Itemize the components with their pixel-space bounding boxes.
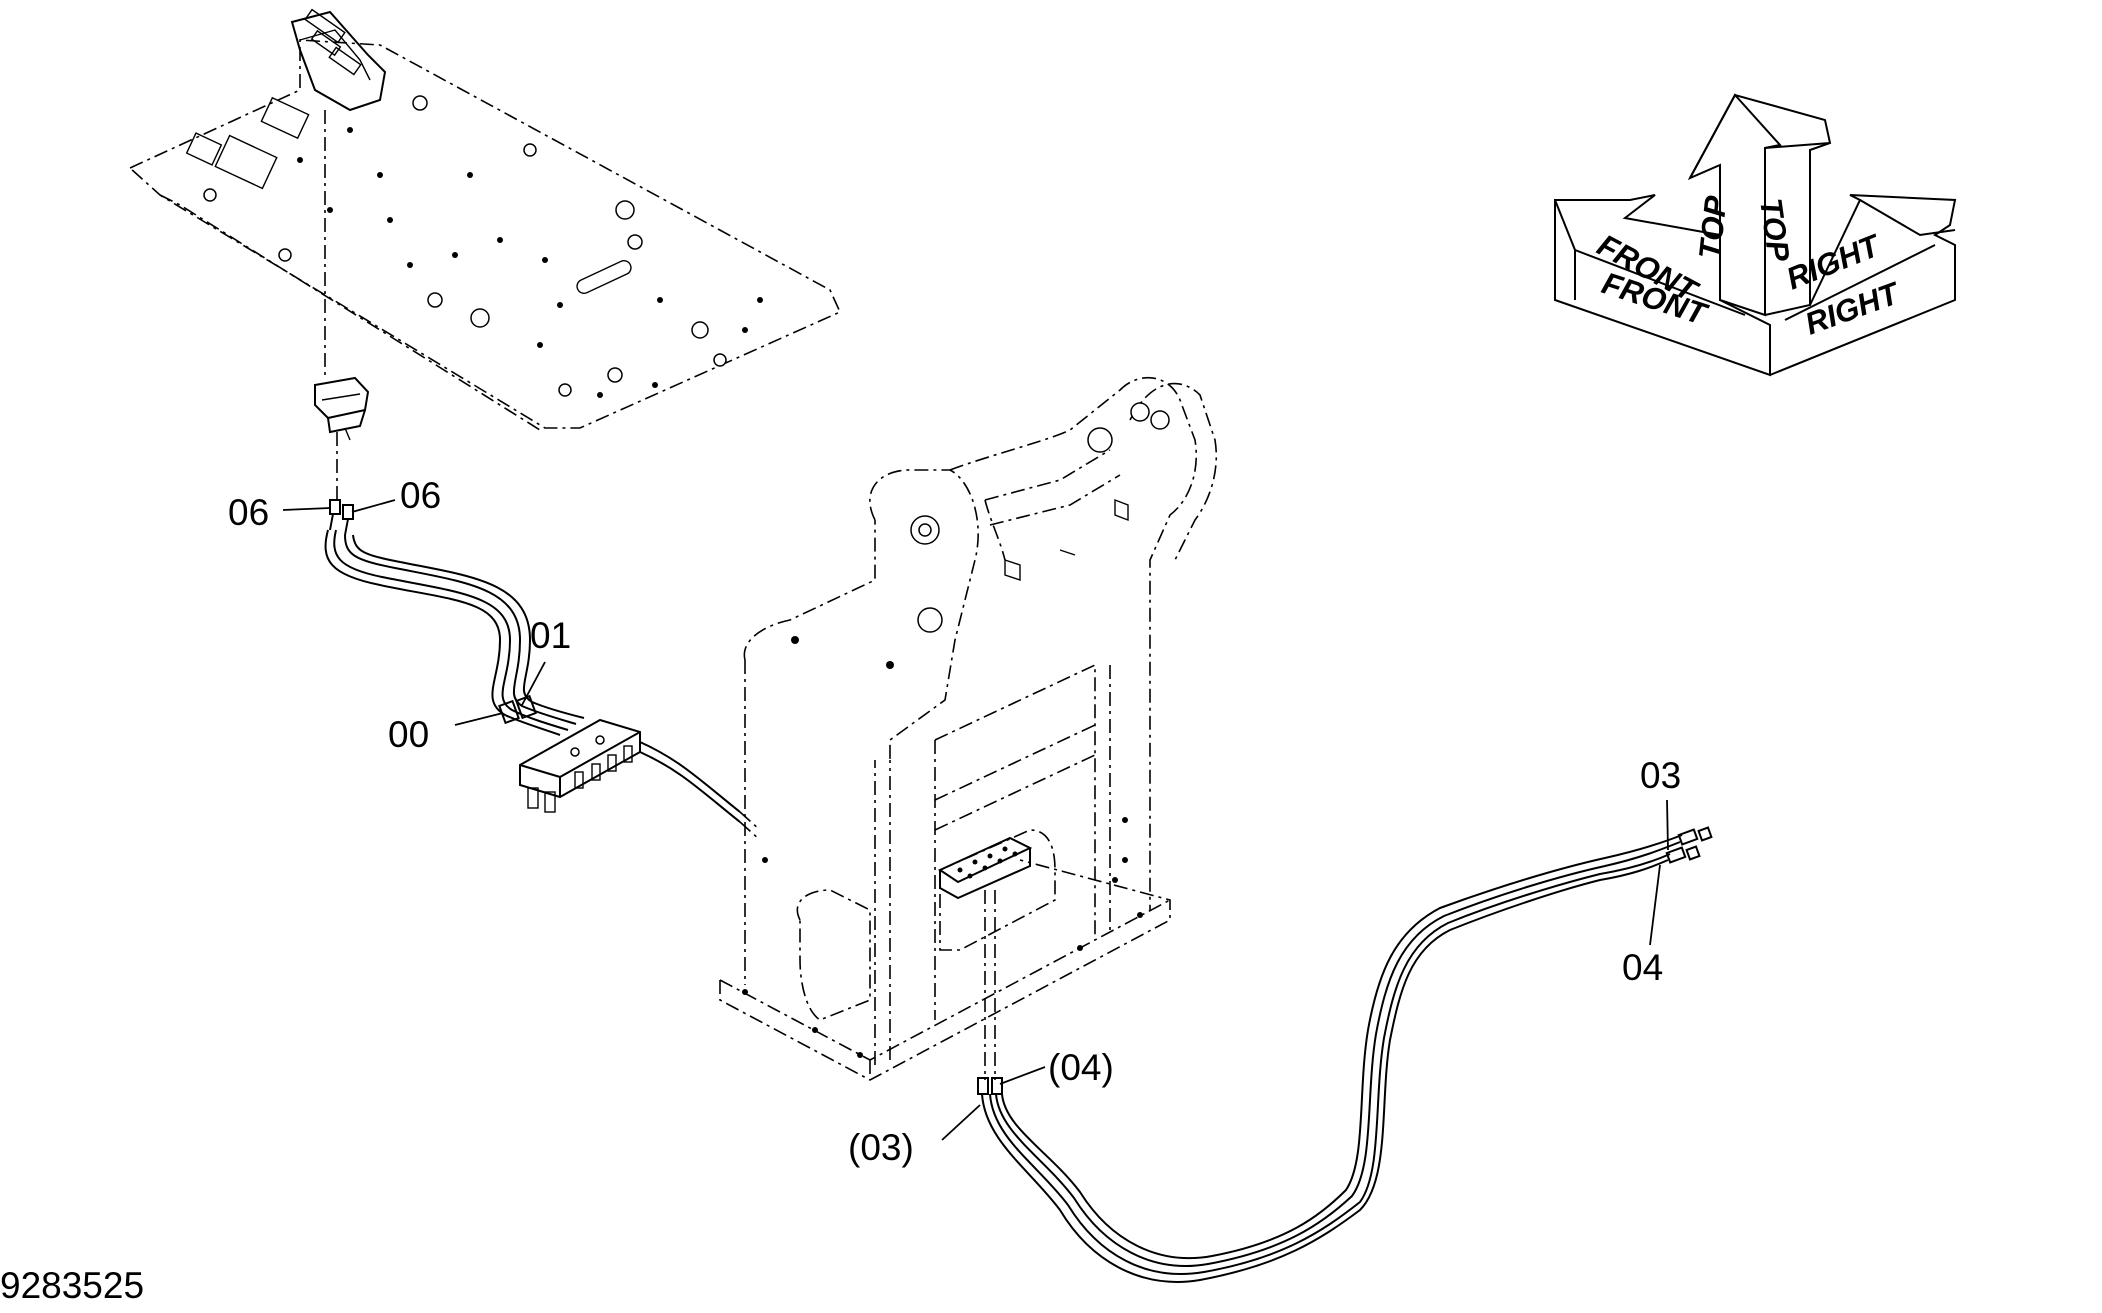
fitting-06 bbox=[329, 499, 354, 536]
inner-manifold bbox=[937, 836, 1033, 900]
orient-top-b: TOP bbox=[1753, 196, 1796, 264]
callout-04: 04 bbox=[1622, 947, 1663, 988]
pilot-valve bbox=[314, 376, 370, 441]
leader-lines bbox=[282, 499, 1669, 1141]
plate-holes bbox=[203, 95, 763, 398]
callout-00: 00 bbox=[388, 714, 429, 755]
callout-03-paren: (03) bbox=[848, 1127, 914, 1168]
callout-06-left: 06 bbox=[228, 492, 269, 533]
swing-bracket-frame bbox=[719, 376, 1218, 1081]
lower-hose-pair bbox=[977, 826, 1713, 1283]
callout-06-right: 06 bbox=[400, 475, 441, 516]
pedal-block bbox=[290, 8, 387, 112]
floor-plate bbox=[128, 8, 842, 431]
orient-top-a: TOP bbox=[1692, 194, 1733, 261]
orientation-indicator: TOP TOP FRONT FRONT RIGHT RIGHT bbox=[1554, 93, 1957, 377]
callout-01: 01 bbox=[530, 615, 571, 656]
control-valve-block bbox=[519, 718, 761, 841]
drawing-number: 9283525 bbox=[0, 1265, 144, 1306]
callout-03: 03 bbox=[1640, 755, 1681, 796]
fitting-00-01 bbox=[498, 694, 537, 725]
callout-04-paren: (04) bbox=[1048, 1047, 1114, 1088]
